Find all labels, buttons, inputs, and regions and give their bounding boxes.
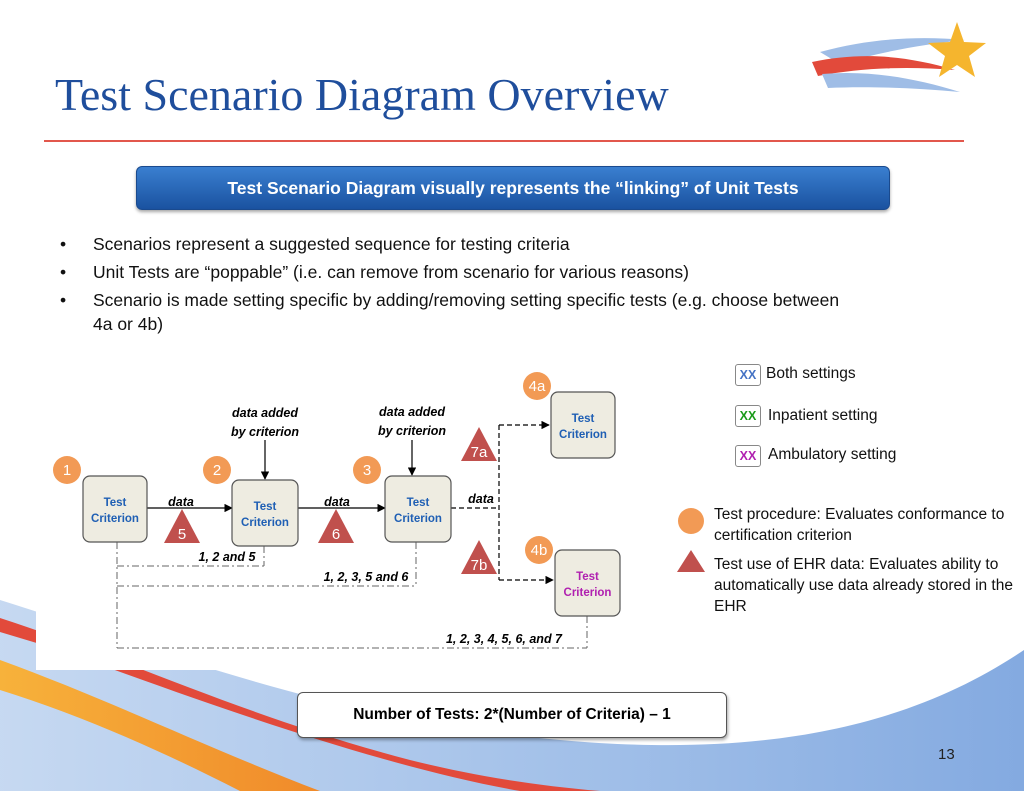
path-label: 1, 2, 3, 4, 5, 6, and 7	[446, 632, 563, 646]
procedure-number: 3	[363, 462, 371, 479]
procedure-number: 1	[63, 462, 71, 479]
legend-label-both: Both settings	[766, 365, 856, 382]
legend-procedure-desc: Test procedure: Evaluates conformance to…	[714, 506, 1005, 544]
formula-box: Number of Tests: 2*(Number of Criteria) …	[297, 692, 727, 738]
legend-procedure-circle-icon	[678, 508, 704, 534]
shapes	[53, 372, 621, 617]
procedure-number: 4b	[531, 542, 548, 559]
bullet-item: Scenarios represent a suggested sequence…	[60, 232, 860, 256]
legend-symbols	[677, 508, 705, 572]
bullet-item: Unit Tests are “poppable” (i.e. can remo…	[60, 260, 860, 284]
logo-swoosh-lightblue	[822, 72, 960, 92]
legend-label-ambulatory: Ambulatory setting	[768, 446, 897, 463]
banner: Test Scenario Diagram visually represent…	[136, 166, 890, 210]
ehr-number: 6	[332, 526, 340, 543]
bullet-list: Scenarios represent a suggested sequence…	[60, 232, 860, 340]
legend-key-text: XX	[739, 368, 757, 382]
data-label: data	[468, 492, 494, 506]
bullet-item: Scenario is made setting specific by add…	[60, 288, 860, 336]
criterion-box	[550, 391, 616, 459]
procedure-number: 2	[213, 462, 221, 479]
criterion-box	[82, 475, 148, 543]
legend-key-text: XX	[739, 449, 757, 463]
procedure-circle-icon	[525, 536, 553, 564]
ehr-triangle-icon	[461, 427, 497, 461]
ehr-triangle-icon	[461, 540, 497, 574]
legend-key-ambulatory: XX	[735, 445, 761, 467]
legend-key-both: XX	[735, 364, 761, 386]
swoosh-orange	[0, 660, 320, 791]
connectors	[116, 420, 588, 649]
procedure-circle-icon	[523, 372, 551, 400]
ehr-triangle-icon	[164, 509, 200, 543]
procedure-circle-icon	[353, 456, 381, 484]
criterion-box	[554, 549, 621, 617]
legend-key-text: XX	[739, 409, 757, 423]
legend-label-inpatient: Inpatient setting	[768, 407, 878, 424]
logo-swoosh-red	[812, 56, 955, 76]
procedure-circle-icon	[203, 456, 231, 484]
swoosh-blue	[0, 600, 1024, 791]
ehr-number: 7b	[471, 557, 488, 574]
legend-ehr-triangle-icon	[677, 550, 705, 572]
data-label: data	[324, 495, 350, 509]
page-number: 13	[938, 746, 955, 763]
legend-key-inpatient: XX	[735, 405, 761, 427]
legend-ehr-desc: Test use of EHR data: Evaluates ability …	[714, 556, 1013, 615]
ehr-triangle-icon	[318, 509, 354, 543]
procedure-circle-icon	[53, 456, 81, 484]
criterion-box	[384, 475, 452, 543]
criterion-box	[231, 479, 299, 547]
ehr-number: 7a	[471, 444, 488, 461]
path-label: 1, 2, 3, 5 and 6	[324, 570, 410, 584]
star-icon	[928, 22, 986, 77]
slide-title: Test Scenario Diagram Overview	[55, 69, 669, 120]
path-label: 1, 2 and 5	[199, 550, 257, 564]
procedure-number: 4a	[529, 378, 546, 395]
ehr-number: 5	[178, 526, 186, 543]
data-label: data	[168, 495, 194, 509]
title-divider	[44, 140, 964, 142]
